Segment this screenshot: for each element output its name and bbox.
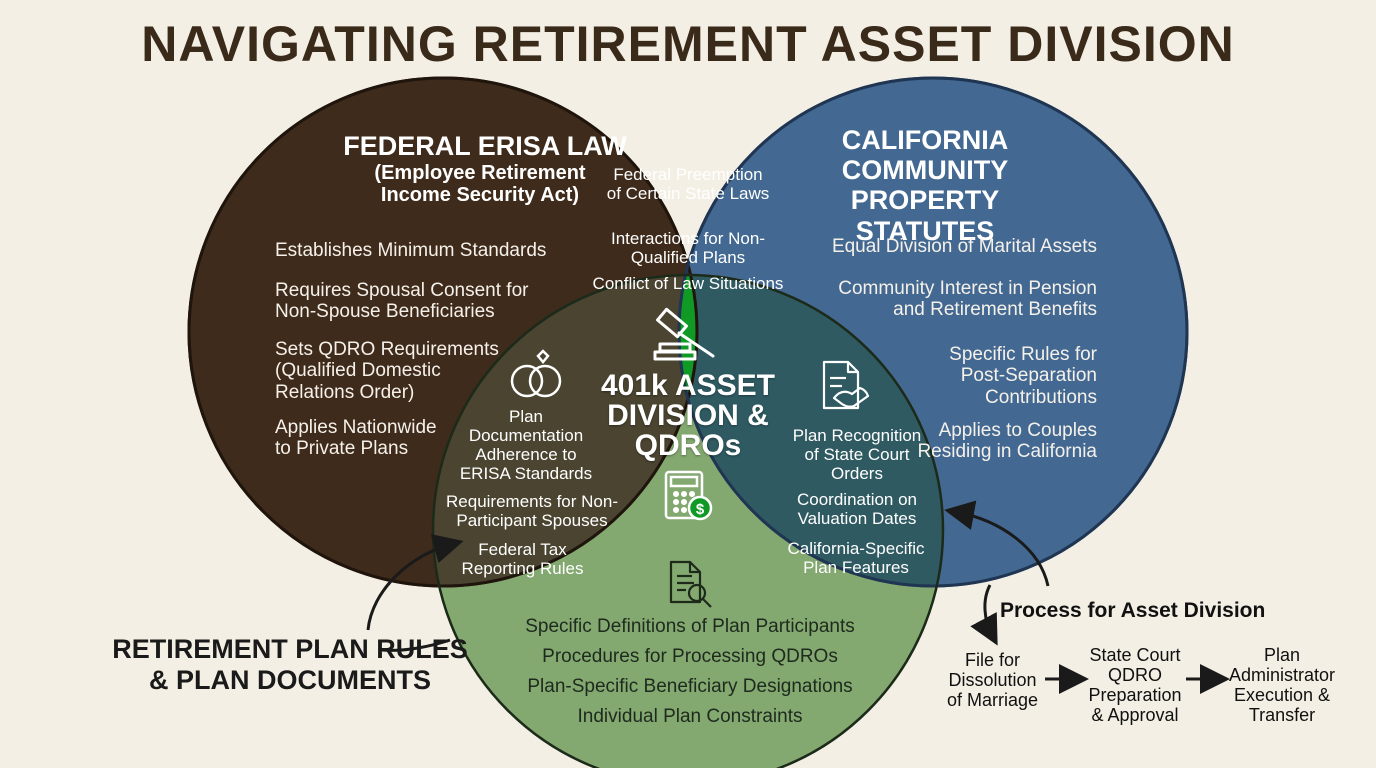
- process-title: Process for Asset Division: [1000, 599, 1266, 622]
- overlap-california-plan-item: Coordination on Valuation Dates: [796, 490, 918, 529]
- overlap-erisa-plan-item: Federal Tax Reporting Rules: [461, 540, 584, 579]
- california-arrow: [944, 500, 1050, 587]
- california-item: Applies to Couples Residing in Californi…: [917, 420, 1097, 463]
- plan-rules-item: Procedures for Processing QDROs: [542, 646, 838, 667]
- erisa-item: Applies Nationwide to Private Plans: [275, 417, 437, 460]
- rings-icon: [510, 349, 562, 398]
- california-item: Community Interest in Pension and Retire…: [838, 278, 1097, 321]
- california-item: Specific Rules for Post-Separation Contr…: [949, 344, 1097, 408]
- plan-rules-connector: [381, 638, 451, 652]
- plan-rules-arrow: [366, 534, 464, 631]
- erisa-item: Establishes Minimum Standards: [275, 240, 547, 261]
- overlap-erisa-california-item: Federal Preemption of Certain State Laws: [606, 165, 770, 204]
- overlap-erisa-plan-item: Plan Documentation Adherence to ERISA St…: [459, 407, 593, 484]
- handshake-document-icon: [822, 360, 870, 410]
- overlap-erisa-california-item: Interactions for Non-Qualified Plans: [610, 229, 765, 268]
- erisa-item: Requires Spousal Consent for Non-Spouse …: [275, 280, 529, 323]
- california-title: CALIFORNIA COMMUNITY PROPERTY STATUTES: [841, 125, 1009, 246]
- plan-rules-item: Specific Definitions of Plan Participant…: [525, 616, 855, 637]
- plan-rules-title: RETIREMENT PLAN RULES & PLAN DOCUMENTS: [112, 634, 468, 695]
- overlap-erisa-california-item: Conflict of Law Situations: [592, 274, 784, 293]
- plan-rules-item: Individual Plan Constraints: [577, 706, 803, 727]
- california-item: Equal Division of Marital Assets: [831, 236, 1097, 257]
- erisa-item: Sets QDRO Requirements (Qualified Domest…: [275, 339, 499, 403]
- process-step: Plan Administrator Execution & Transfer: [1228, 645, 1336, 726]
- page-title: NAVIGATING RETIREMENT ASSET DIVISION: [141, 16, 1235, 72]
- svg-text:$: $: [696, 501, 705, 518]
- process-arrow: [970, 584, 998, 646]
- gavel-icon: [653, 307, 715, 361]
- overlap-california-plan-item: Plan Recognition of State Court Orders: [792, 426, 922, 484]
- plan-rules-item: Plan-Specific Beneficiary Designations: [527, 676, 853, 697]
- erisa-title: FEDERAL ERISA LAW: [343, 131, 627, 161]
- document-magnifier-icon: [669, 560, 712, 608]
- overlap-california-plan-item: California-Specific Plan Features: [787, 539, 925, 578]
- calculator-dollar-icon: $: [664, 470, 713, 521]
- process-step: State Court QDRO Preparation & Approval: [1088, 645, 1182, 726]
- overlap-erisa-plan-item: Requirements for Non-Participant Spouses: [446, 492, 618, 531]
- process-step: File for Dissolution of Marriage: [946, 650, 1039, 711]
- erisa-subtitle: (Employee Retirement Income Security Act…: [374, 162, 586, 207]
- center-title: 401k ASSET DIVISION & QDROs: [601, 369, 775, 462]
